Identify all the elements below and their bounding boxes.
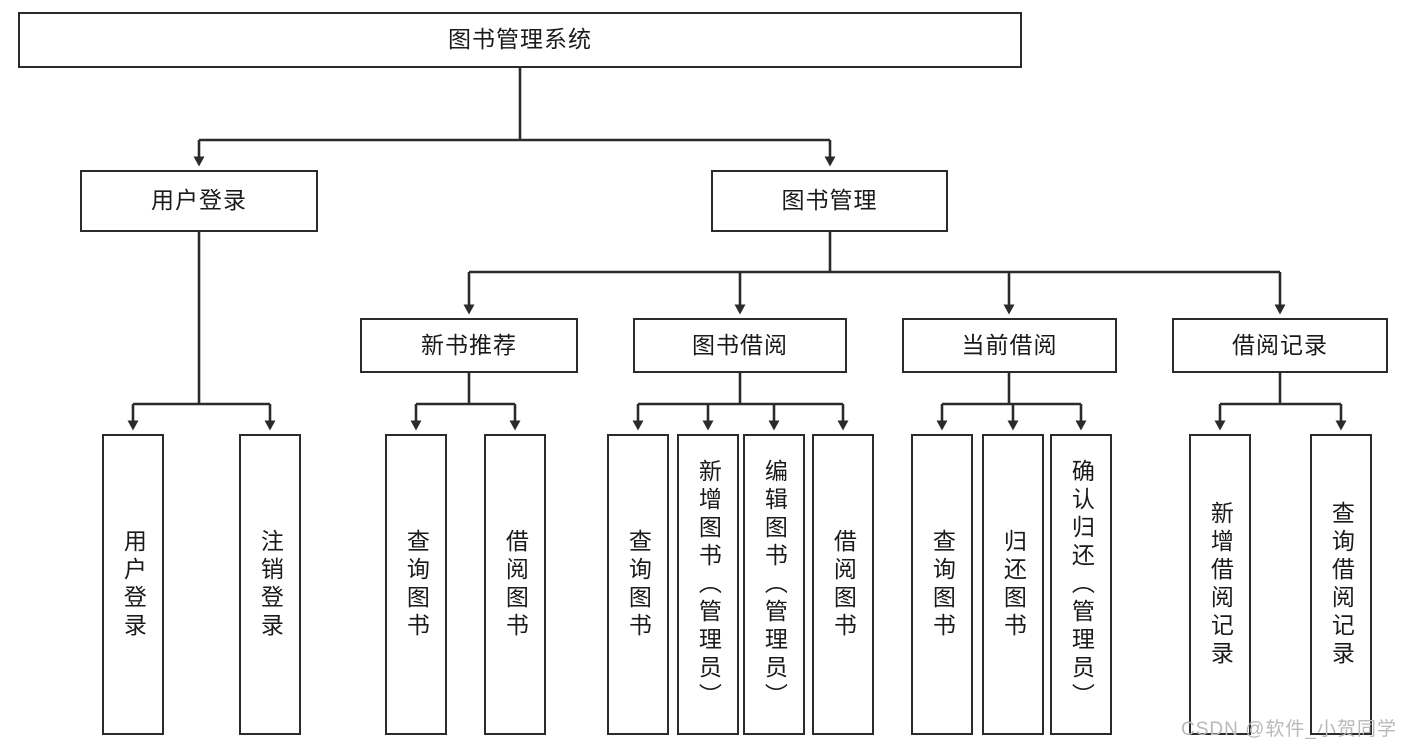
node-book-management[interactable]: 图书管理 [711,170,948,232]
leaf-add-borrow-record[interactable]: 新增借阅记录 [1189,434,1251,735]
leaf-borrow-book[interactable]: 借阅图书 [812,434,874,735]
leaf-confirm-return-admin[interactable]: 确认归还（管理员） [1050,434,1112,735]
node-borrow-records[interactable]: 借阅记录 [1172,318,1388,373]
leaf-query-book-current[interactable]: 查询图书 [911,434,973,735]
leaf-borrow-book-new[interactable]: 借阅图书 [484,434,546,735]
leaf-logout[interactable]: 注销登录 [239,434,301,735]
leaf-add-book-admin[interactable]: 新增图书（管理员） [677,434,739,735]
leaf-user-login[interactable]: 用户登录 [102,434,164,735]
leaf-return-book[interactable]: 归还图书 [982,434,1044,735]
watermark: CSDN @软件_小贺同学 [1181,719,1397,740]
leaf-edit-book-admin[interactable]: 编辑图书（管理员） [743,434,805,735]
leaf-query-book-borrow[interactable]: 查询图书 [607,434,669,735]
node-current-borrow[interactable]: 当前借阅 [902,318,1117,373]
node-book-borrow[interactable]: 图书借阅 [633,318,847,373]
node-user-login[interactable]: 用户登录 [80,170,318,232]
node-new-book-recommend[interactable]: 新书推荐 [360,318,578,373]
leaf-query-book-new[interactable]: 查询图书 [385,434,447,735]
node-root[interactable]: 图书管理系统 [18,12,1022,68]
leaf-query-borrow-record[interactable]: 查询借阅记录 [1310,434,1372,735]
